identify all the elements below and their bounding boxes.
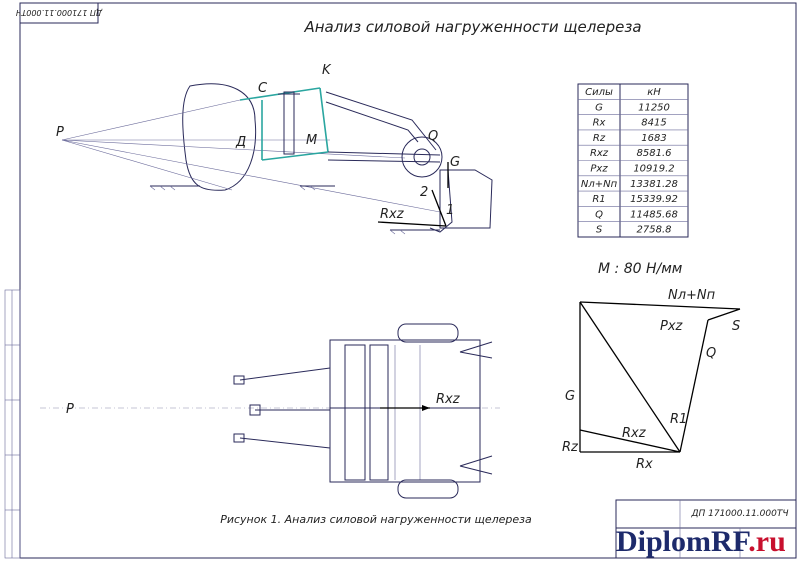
table-cell-label: S	[596, 225, 603, 236]
force-polygon: Nл+Nп Pxz S Q G R1 Rxz Rz Rx	[562, 288, 740, 472]
scale-label: М : 80 Н/мм	[598, 261, 683, 277]
poly-label-NlNp: Nл+Nп	[668, 288, 716, 303]
vector-R1	[579, 301, 681, 453]
vector-NlNp	[579, 301, 741, 310]
ripper-shank	[429, 169, 453, 233]
plan-view: P Rxz	[40, 323, 500, 499]
plan-label-Rxz: Rxz	[436, 392, 461, 407]
table-cell-label: Rz	[593, 133, 606, 144]
hopper	[439, 169, 493, 229]
label-D: Д	[235, 135, 246, 150]
poly-label-Rx: Rx	[636, 457, 653, 472]
poly-label-Rxz: Rxz	[622, 426, 647, 441]
page-title: Анализ силовой нагруженности щелереза	[303, 18, 641, 36]
table-cell-label: G	[595, 102, 603, 113]
wheel-bottom	[397, 479, 459, 499]
hydraulic-cylinder	[283, 91, 295, 155]
label-P: P	[56, 125, 64, 140]
logo-suffix: .ru	[748, 525, 786, 558]
title-block: ДП 171000.11.000ТЧ	[615, 499, 797, 559]
table-cell-label: R1	[592, 194, 605, 205]
plan-label-P: P	[66, 402, 74, 417]
watermark-logo: DiplomRF.ru	[616, 525, 786, 559]
poly-label-Q: Q	[706, 346, 716, 361]
label-C: C	[258, 81, 268, 96]
vector-Rxz	[579, 429, 681, 453]
poly-label-Pxz: Pxz	[660, 319, 684, 334]
label-M: М	[306, 133, 317, 148]
tractor-wheel	[182, 83, 257, 191]
roller	[401, 136, 443, 178]
vector-S	[707, 308, 741, 321]
label-Rxz: Rxz	[380, 207, 405, 222]
table-cell-label: Силы	[585, 87, 613, 98]
label-1: 1	[446, 203, 454, 218]
table-cell-label: Rx	[593, 118, 606, 129]
label-Q: Q	[428, 129, 438, 144]
table-cell-value: 11250	[638, 102, 670, 113]
side-view: C K Д М Q G 2 1 P Rxz	[56, 63, 493, 235]
poly-label-Rz: Rz	[562, 440, 579, 455]
table-cell-value: 13381.28	[630, 179, 678, 190]
table-cell-value: 1683	[641, 133, 666, 144]
poly-label-G: G	[565, 389, 575, 404]
table-cell-value: 15339.92	[630, 194, 678, 205]
poly-label-R1: R1	[670, 412, 687, 427]
lower-link	[261, 151, 329, 161]
table-cell-label: Q	[595, 209, 603, 220]
label-K: K	[322, 63, 332, 78]
table-cell-value: 10919.2	[633, 164, 674, 175]
logo-main: DiplomRF	[616, 525, 749, 558]
table-cell-value: 11485.68	[630, 209, 678, 220]
implement-frame	[329, 339, 481, 483]
corner-code-box	[19, 2, 99, 24]
table-cell-label: Nл+Nп	[581, 179, 618, 190]
label-2: 2	[420, 185, 428, 200]
table-cell-value: 2758.8	[637, 225, 672, 236]
doc-code: ДП 171000.11.000ТЧ	[690, 509, 788, 519]
frame-mast	[319, 87, 329, 153]
table-cell-label: Rxz	[590, 148, 609, 159]
poly-label-S: S	[732, 319, 740, 334]
wheel-top	[397, 323, 459, 343]
vector-Q	[679, 319, 709, 453]
table-cell-value: 8581.6	[637, 148, 672, 159]
table-cell-label: Pxz	[590, 164, 608, 175]
table-cell-value: кН	[647, 87, 661, 98]
figure-caption: Рисунок 1. Анализ силовой нагруженности …	[220, 513, 532, 526]
label-G: G	[450, 155, 460, 170]
sheet-frame	[19, 2, 797, 559]
corner-doc-code: ДП 171000.11.000ТЧ	[15, 8, 103, 17]
table-cell-value: 8415	[641, 118, 666, 129]
left-stamp-frame	[4, 289, 21, 559]
